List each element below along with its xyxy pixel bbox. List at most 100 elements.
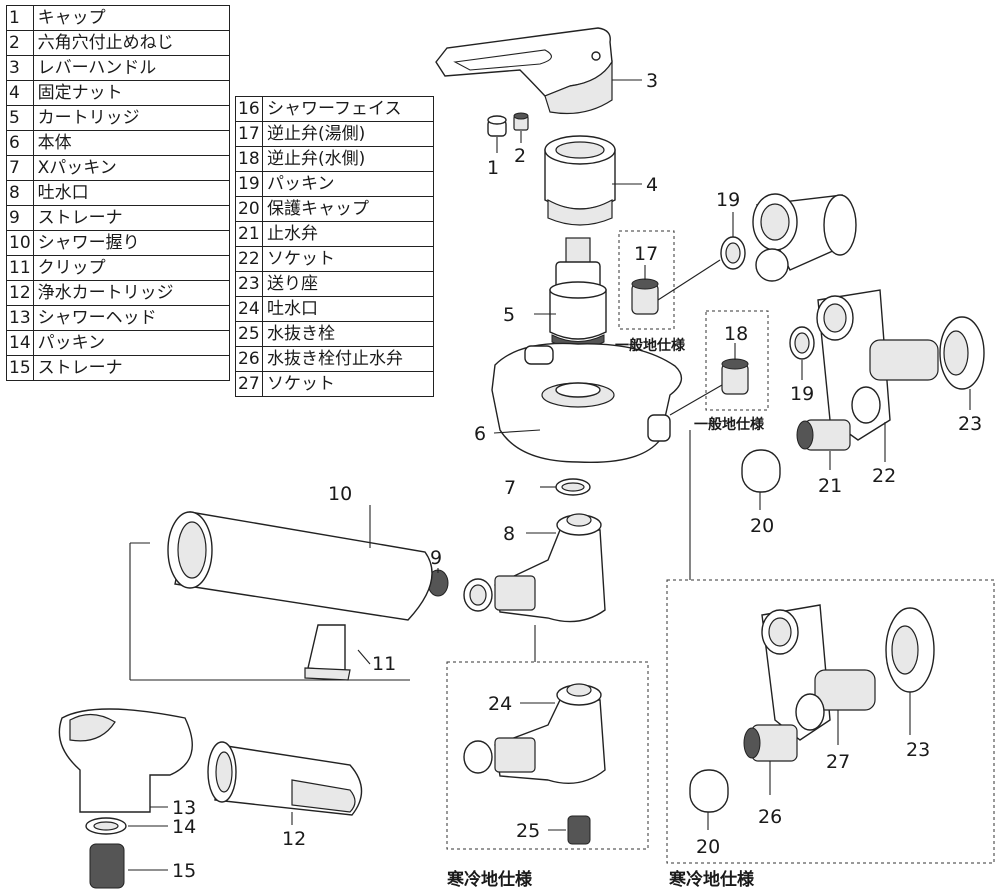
- callout-9: 9: [430, 547, 442, 569]
- protect-cap-part-20b: [689, 769, 729, 813]
- shower-grip-part: [167, 511, 433, 621]
- part-name: 本体: [32, 130, 230, 156]
- callout-11: 11: [372, 653, 396, 675]
- callout-14: 14: [172, 816, 196, 838]
- cold-spec-label-1: 寒冷地仕様: [447, 869, 533, 890]
- callout-20b: 20: [696, 836, 720, 858]
- callout-17: 17: [634, 243, 658, 265]
- part-name: 逆止弁(湯側): [262, 121, 434, 147]
- cold-check-valve-box: [705, 310, 769, 411]
- leader-lines: [128, 79, 971, 871]
- part-number: 15: [6, 355, 34, 381]
- plate-part-23a: [939, 316, 985, 390]
- part-name: ストレーナ: [32, 205, 230, 231]
- cold-check-valve-part: [721, 358, 749, 395]
- screw-part: [513, 112, 529, 131]
- part-number: 18: [235, 146, 263, 172]
- callout-3: 3: [646, 70, 658, 92]
- callout-1: 1: [487, 157, 499, 179]
- x-packing-part: [555, 478, 591, 496]
- part-name: シャワーヘッド: [32, 305, 230, 331]
- part-name: 固定ナット: [32, 80, 230, 106]
- part-name: ストレーナ: [32, 355, 230, 381]
- part-name: パッキン: [262, 171, 434, 197]
- callout-26: 26: [758, 806, 782, 828]
- cold-region-spout-box: [446, 661, 649, 850]
- part-name: レバーハンドル: [32, 55, 230, 81]
- drain-plug-part-25: [567, 815, 591, 845]
- cap-part: [487, 115, 507, 137]
- callout-23a: 23: [958, 413, 982, 435]
- callout-5: 5: [503, 304, 515, 326]
- cartridge-part: [549, 237, 607, 349]
- callout-13: 13: [172, 797, 196, 819]
- body-part: [491, 342, 683, 464]
- strainer-part-15: [89, 843, 125, 889]
- part-name: カートリッジ: [32, 105, 230, 131]
- part-name: 六角穴付止めねじ: [32, 30, 230, 56]
- part-name: クリップ: [32, 255, 230, 281]
- protect-cap-part-20a: [741, 449, 781, 493]
- part-number: 12: [6, 280, 34, 306]
- top-socket-part: [752, 193, 857, 282]
- lever-handle-part: [435, 27, 613, 115]
- part-number: 8: [6, 180, 34, 206]
- stop-valve-part-21: [796, 419, 851, 451]
- general-spec-label-1: 一般地仕様: [615, 337, 686, 354]
- callout-15: 15: [172, 860, 196, 882]
- callout-6: 6: [474, 423, 486, 445]
- callout-2: 2: [514, 145, 526, 167]
- packing-inner-14: [93, 821, 119, 831]
- callout-8: 8: [503, 523, 515, 545]
- part-number: 9: [6, 205, 34, 231]
- packing-part-19a: [720, 236, 746, 270]
- part-name: 止水弁: [262, 221, 434, 247]
- socket-part-22: [816, 289, 939, 441]
- part-name: Xパッキン: [32, 155, 230, 181]
- part-name: 吐水口: [32, 180, 230, 206]
- callout-20a: 20: [750, 515, 774, 537]
- callout-18: 18: [724, 323, 748, 345]
- part-number: 24: [235, 296, 263, 322]
- drain-valve-part-26: [743, 724, 798, 762]
- hot-check-valve-box: [618, 230, 675, 330]
- shower-head-part: [58, 708, 193, 813]
- socket-part-27: [761, 604, 876, 741]
- part-name: 保護キャップ: [262, 196, 434, 222]
- general-spec-label-2: 一般地仕様: [694, 416, 765, 433]
- cold-spec-label-2: 寒冷地仕様: [669, 869, 755, 890]
- clip-part: [304, 624, 351, 681]
- part-number: 5: [6, 105, 34, 131]
- packing-part-19b: [789, 326, 815, 360]
- filter-cartridge-part: [207, 741, 363, 816]
- hot-check-valve-part: [631, 278, 659, 315]
- part-name: シャワーフェイス: [262, 96, 434, 122]
- callout-21: 21: [818, 475, 842, 497]
- callout-12: 12: [282, 828, 306, 850]
- callout-22: 22: [872, 465, 896, 487]
- part-number: 14: [6, 330, 34, 356]
- part-name: 水抜き栓: [262, 321, 434, 347]
- callout-19a: 19: [716, 189, 740, 211]
